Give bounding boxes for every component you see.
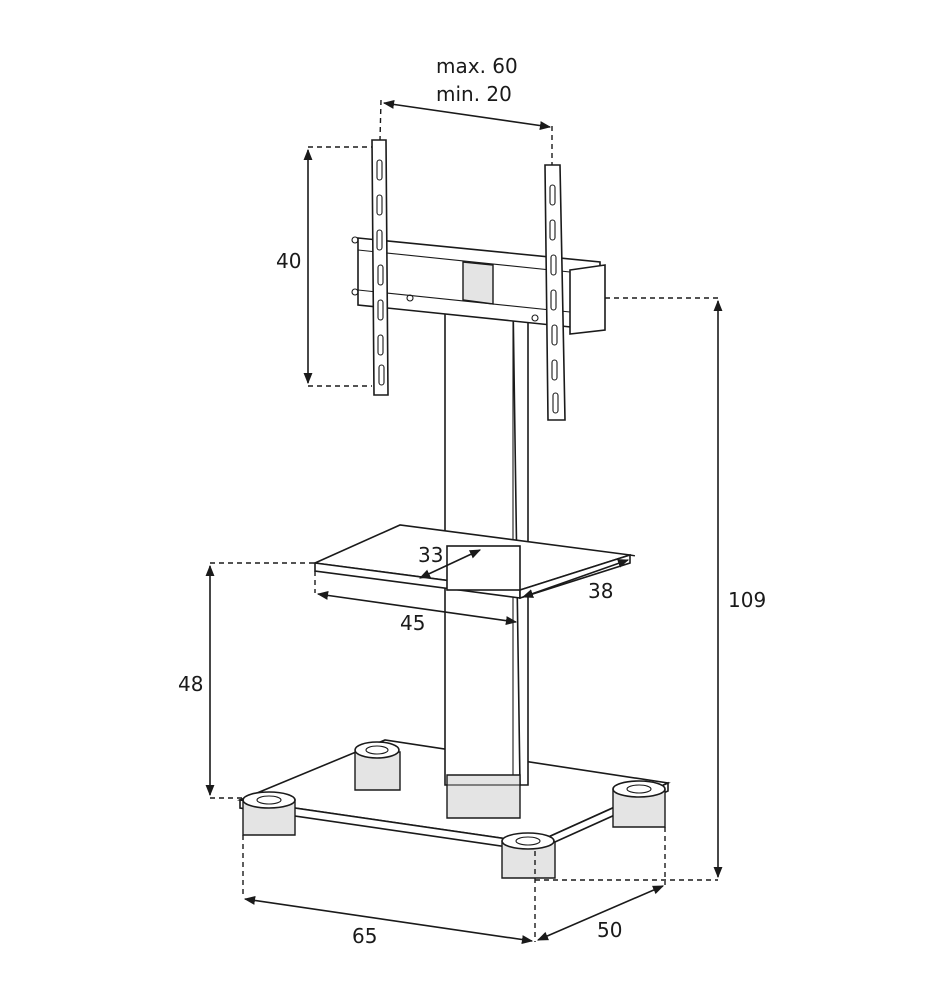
label-shelf-height: 48: [178, 672, 203, 696]
right-vesa-bracket: [544, 164, 566, 421]
mount-rails: [351, 236, 606, 335]
label-bracket-height: 40: [276, 249, 301, 273]
dim-total-height: [534, 297, 723, 942]
dim-width-top: [379, 99, 553, 165]
column-foot: [446, 774, 521, 819]
dim-base: [242, 827, 666, 944]
dim-shelf: [314, 549, 637, 626]
label-base-depth: 50: [597, 918, 622, 942]
label-shelf-width: 45: [400, 611, 425, 635]
foot-back-right: [612, 780, 666, 828]
label-width-min: min. 20: [436, 82, 512, 106]
glass-shelf: [312, 524, 631, 600]
label-total-height: 109: [728, 588, 766, 612]
foot-front-left: [242, 791, 296, 836]
label-shelf-depth: 38: [588, 579, 613, 603]
left-vesa-bracket: [371, 139, 389, 396]
dim-bracket-height: [303, 146, 372, 387]
foot-back-left: [354, 741, 401, 791]
dim-shelf-height: [205, 562, 315, 799]
label-width-max: max. 60: [436, 54, 518, 78]
foot-front-right: [501, 832, 556, 879]
label-shelf-depth-inner: 33: [418, 543, 443, 567]
label-base-width: 65: [352, 924, 377, 948]
